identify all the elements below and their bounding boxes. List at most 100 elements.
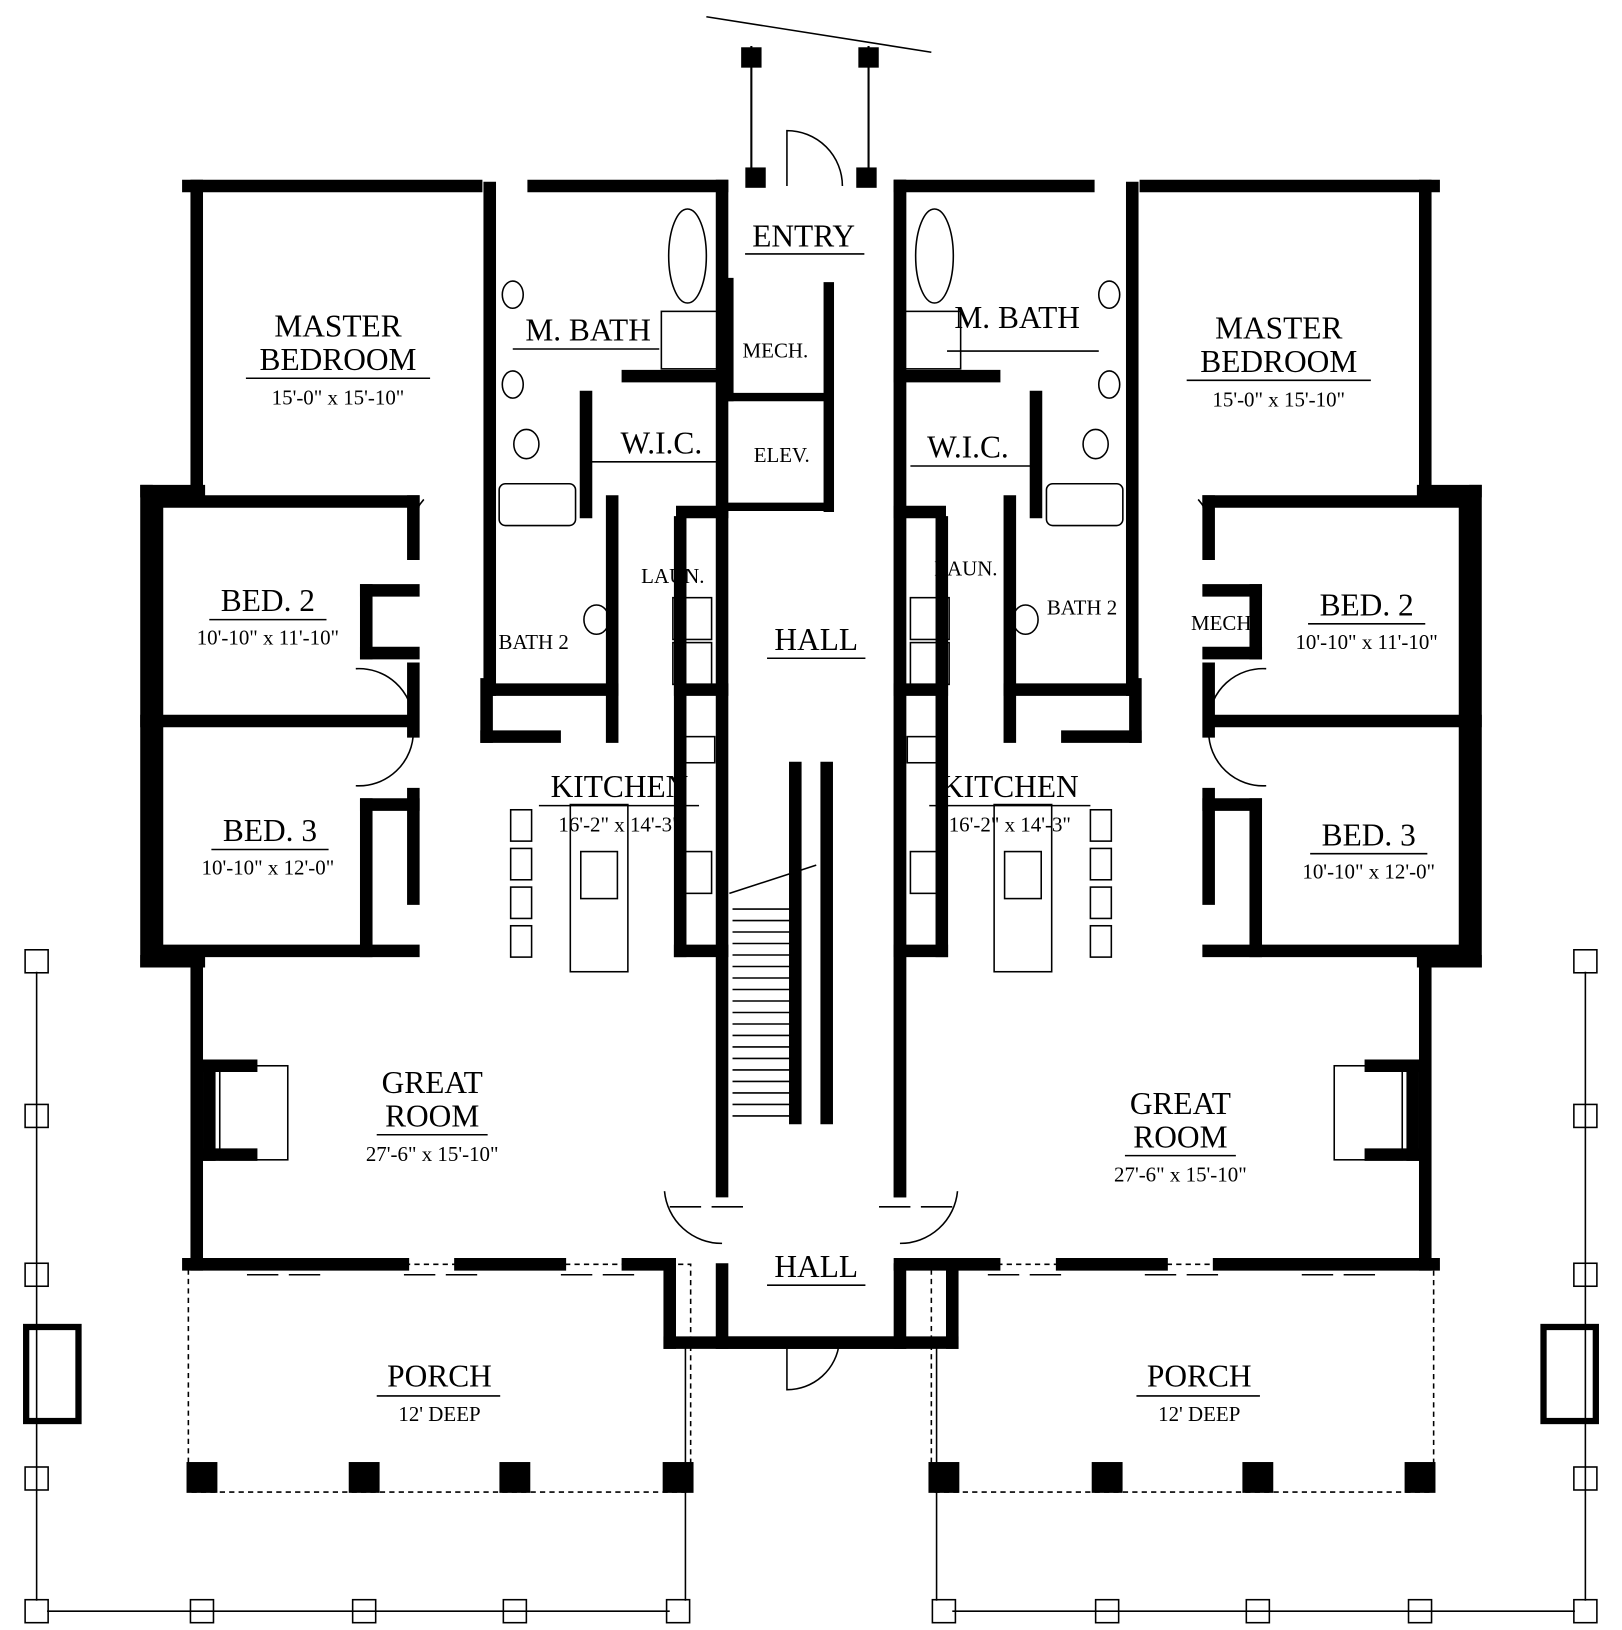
dryer-icon <box>672 641 713 686</box>
mech-label: MECH. <box>743 338 809 362</box>
porch-outline <box>187 1263 692 1493</box>
master-bath-label: M. BATH <box>954 300 1080 335</box>
island-icon <box>993 803 1053 973</box>
great-room-dims: 27'-6" x 15'-10" <box>1114 1163 1247 1187</box>
bed2-label: BED. 2 <box>221 583 315 618</box>
rail-post <box>931 1598 957 1624</box>
stool-icon <box>509 808 533 842</box>
door-swing <box>1197 498 1213 555</box>
break-line <box>706 15 932 54</box>
great-room-label-2: ROOM <box>385 1098 479 1133</box>
bathtub-icon <box>1045 482 1124 527</box>
island-icon <box>569 803 629 973</box>
rear-door-swing <box>786 1342 841 1391</box>
door-swing <box>409 498 425 555</box>
bed2-dims: 10'-10" x 11'-10" <box>197 626 339 650</box>
great-room-label-1: GREAT <box>382 1065 483 1100</box>
dryer-icon <box>909 641 950 686</box>
left-unit-labels: MASTER BEDROOM 15'-0" x 15'-10" M. BATH … <box>197 308 717 1426</box>
door-swing <box>663 1191 723 1245</box>
rail-post <box>24 949 49 974</box>
sink-icon <box>684 735 716 764</box>
wic-label: W.I.C. <box>621 425 703 460</box>
toilet-icon <box>583 604 610 636</box>
entry-label: ENTRY <box>752 219 855 254</box>
right-unit-labels: MASTER BEDROOM 15'-0" x 15'-10" M. BATH … <box>910 300 1438 1426</box>
stool-icon <box>509 847 533 881</box>
bed3-dims: 10'-10" x 12'-0" <box>202 856 335 880</box>
master-bedroom-label-1: MASTER <box>1215 311 1342 346</box>
kitchen-dims: 16'-2" x 14'-3" <box>558 813 680 837</box>
master-bedroom-label-1: MASTER <box>274 308 401 343</box>
rail-post <box>24 1598 49 1624</box>
toilet-icon <box>1082 428 1109 460</box>
door-swing <box>1207 731 1267 787</box>
post <box>856 167 877 188</box>
porch-outline <box>930 1263 1435 1493</box>
walls <box>140 45 1482 1349</box>
post <box>858 47 879 68</box>
porch-column <box>348 1462 380 1493</box>
outdoor-fireplace <box>1540 1323 1599 1425</box>
sink-icon <box>906 735 938 764</box>
post <box>745 167 766 188</box>
entry-door-swing <box>786 129 844 186</box>
shower-icon <box>904 310 962 370</box>
bed3-label: BED. 3 <box>223 813 317 848</box>
bed3-dims: 10'-10" x 12'-0" <box>1302 860 1435 884</box>
bath2-label: BATH 2 <box>1047 595 1117 619</box>
door-swing <box>355 667 415 721</box>
porch-column <box>662 1462 694 1493</box>
stool-icon <box>1089 924 1113 958</box>
toilet-icon <box>513 428 540 460</box>
stool-icon <box>509 886 533 920</box>
sink-icon <box>1097 370 1121 399</box>
porch-column <box>186 1462 218 1493</box>
rail-post <box>665 1598 691 1624</box>
sink-icon <box>501 370 525 399</box>
master-bedroom-label-2: BEDROOM <box>1200 344 1357 379</box>
master-bath-label: M. BATH <box>525 313 651 348</box>
elev-label: ELEV. <box>754 443 810 467</box>
island-sink-icon <box>579 850 619 900</box>
great-room-dims: 27'-6" x 15'-10" <box>366 1142 499 1166</box>
door-swing <box>355 731 415 787</box>
bathtub-icon <box>498 482 577 527</box>
hall-lower-label: HALL <box>774 1249 858 1284</box>
hall-upper-label: HALL <box>774 622 858 657</box>
laundry-label: LAUN. <box>641 564 704 588</box>
door-swing <box>1207 667 1267 721</box>
great-room-label-2: ROOM <box>1133 1119 1227 1154</box>
toilet-icon <box>1012 604 1039 636</box>
washer-icon <box>909 596 950 641</box>
fireplace-hearth <box>1333 1064 1404 1161</box>
rail-post <box>1573 1598 1598 1624</box>
mech-label: MECH <box>1191 611 1251 635</box>
stool-icon <box>1089 886 1113 920</box>
porch-column <box>1091 1462 1123 1493</box>
tub-icon <box>914 208 955 304</box>
kitchen-dims: 16'-2" x 14'-3" <box>949 813 1071 837</box>
cooktop-icon <box>909 850 941 895</box>
center-labels: ENTRY MECH. ELEV. HALL HALL <box>743 219 866 1286</box>
kitchen-label: KITCHEN <box>941 769 1079 804</box>
sink-icon <box>1097 280 1121 310</box>
master-bedroom-label-2: BEDROOM <box>260 342 417 377</box>
master-bedroom-dims: 15'-0" x 15'-10" <box>1212 387 1345 411</box>
bath2-label: BATH 2 <box>499 630 569 654</box>
door-swing <box>899 1191 959 1245</box>
island-sink-icon <box>1003 850 1043 900</box>
porch-label: PORCH <box>387 1359 492 1394</box>
wic-label: W.I.C. <box>927 430 1009 465</box>
outdoor-fireplace <box>23 1323 82 1425</box>
porch-column <box>1242 1462 1274 1493</box>
post <box>741 47 762 68</box>
stool-icon <box>509 924 533 958</box>
porch-column <box>928 1462 960 1493</box>
tub-icon <box>667 208 708 304</box>
bed3-label: BED. 3 <box>1322 817 1416 852</box>
porch-column <box>1404 1462 1436 1493</box>
porch-depth: 12' DEEP <box>398 1402 480 1426</box>
fireplace-hearth <box>218 1064 289 1161</box>
